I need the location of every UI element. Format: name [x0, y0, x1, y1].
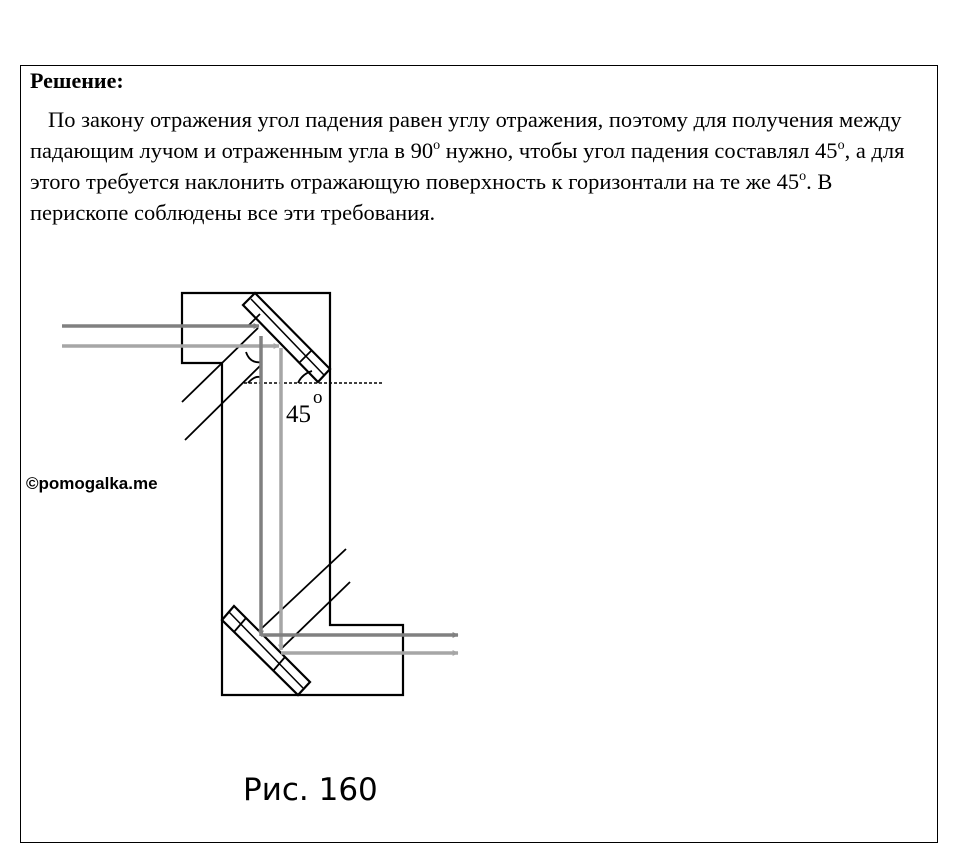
solution-frame: [20, 65, 938, 843]
angle-arc-45: [297, 370, 313, 384]
upper-mouth-line: [181, 327, 259, 403]
solution-text-part-2: нужно, чтобы угол падения составлял 45: [440, 138, 838, 163]
upper-mirror: [241, 291, 332, 384]
degree-sign-3: o: [799, 169, 807, 184]
solution-heading: Решение:: [30, 68, 124, 93]
watermark: ©pomogalka.me: [26, 474, 158, 493]
solution-text-part-1: По закону отражения угол падения равен у…: [30, 107, 902, 163]
lower-mirror: [220, 604, 312, 697]
upper-mouth-line: [184, 363, 263, 441]
degree-sign-1: o: [433, 138, 441, 153]
solution-text-part-3: , а для этого требуется наклонить отража…: [30, 138, 905, 194]
solution-text-part-4: . В перископе соблюдены все эти требован…: [30, 169, 833, 225]
lower-mouth-line: [261, 548, 347, 629]
degree-sign-2: o: [837, 138, 845, 153]
figure-caption: Рис. 160: [243, 772, 378, 808]
solution-text: По закону отражения угол падения равен у…: [30, 104, 925, 228]
periscope-body: [180, 291, 405, 697]
lower-mouth-line: [281, 581, 351, 649]
angle-label: 45: [286, 401, 311, 428]
angle-degree-mark: o: [313, 387, 323, 408]
